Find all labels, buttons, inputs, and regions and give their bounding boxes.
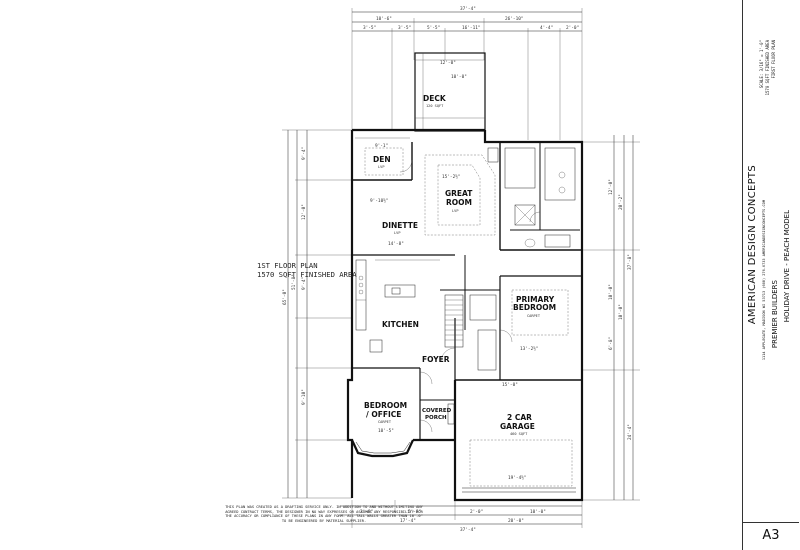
room-labels: DEN LVP 9'-1" GREAT ROOM LVP 15'-2½" DIN… [364, 143, 556, 481]
room-bedroom-1: BEDROOM [364, 401, 407, 410]
ceiling-lines [355, 137, 569, 336]
svg-text:3'-5": 3'-5" [363, 25, 376, 31]
svg-text:120 SQFT: 120 SQFT [426, 104, 444, 108]
room-great-1: GREAT [445, 189, 473, 198]
svg-text:LVP: LVP [452, 209, 459, 213]
room-primary-1: PRIMARY [516, 295, 555, 304]
svg-text:4'-4": 4'-4" [540, 25, 553, 31]
disclaimer-note: THIS PLAN WAS CREATED AS A DRAFTING SERV… [225, 505, 423, 523]
dim-dinette: 9'-10½" [370, 197, 389, 204]
bath-fixtures [504, 147, 576, 248]
room-dinette: DINETTE [382, 221, 418, 230]
kitchen-cabinets [355, 259, 440, 353]
garage-door [447, 403, 576, 493]
room-den: DEN [373, 155, 391, 164]
svg-text:12'-0": 12'-0" [608, 179, 614, 195]
dim-overall-depth: 65'-0" [282, 289, 288, 305]
sheet-title-2: 1570 SQFT FINISHED AREA [765, 40, 770, 96]
deck: 12'-0" 10'-0" DECK 120 SQFT [414, 52, 486, 132]
dim-bottom-overall: 37'-4" [460, 527, 476, 533]
exterior-walls [346, 128, 584, 502]
room-garage-1: 2 CAR [507, 413, 532, 422]
room-great-2: ROOM [446, 198, 472, 207]
sheet-title-3: SCALE: 3/16" = 1'-0" [759, 40, 764, 89]
svg-text:5'-8": 5'-8" [408, 509, 421, 515]
project-name: HOLIDAY DRIVE - PEACH MODEL [783, 210, 791, 323]
dim-top-left: 10'-6" [376, 16, 392, 22]
dim-den: 9'-1" [375, 143, 388, 149]
svg-text:5'-5": 5'-5" [427, 25, 440, 31]
svg-text:3'-5": 3'-5" [398, 25, 411, 31]
client-name: PREMIER BUILDERS [771, 280, 779, 349]
svg-text:37'-8": 37'-8" [627, 254, 633, 270]
door-swings [399, 159, 541, 433]
dim-kitchen: 14'-8" [388, 241, 404, 247]
svg-text:16'-11": 16'-11" [462, 25, 481, 31]
svg-text:17'-4": 17'-4" [400, 518, 416, 524]
room-primary-2: BEDROOM [513, 303, 556, 312]
side-dimension-lines: 65'-0" 51'-8" 9'-4" 12'-0" 9'-4" 9'-10" … [282, 129, 640, 501]
dim-top-right: 26'-10" [505, 16, 524, 22]
interior-walls [352, 142, 582, 440]
svg-text:6'-8": 6'-8" [608, 337, 614, 350]
room-kitchen: KITCHEN [382, 320, 419, 329]
company-address: 1114 APPLEGATE, MADISON WI 53713 (608) 2… [762, 200, 766, 361]
dim-great-room: 15'-2½" [442, 173, 461, 180]
dim-garage-depth: 24'-4" [627, 424, 633, 440]
dim-bedroom: 10'-5" [378, 428, 394, 434]
title-block: FIRST FLOOR PLAN 1570 SQFT FINISHED AREA… [742, 0, 800, 550]
room-foyer: FOYER [422, 355, 450, 364]
dim-top-overall: 37'-4" [460, 6, 476, 12]
svg-text:15'-0": 15'-0" [502, 382, 518, 388]
dim-bottom-garage: 20'-0" [508, 518, 524, 524]
svg-text:CARPET: CARPET [378, 420, 392, 424]
stairs [444, 294, 497, 371]
svg-text:10'-0": 10'-0" [530, 509, 546, 515]
company-name: AMERICAN DESIGN CONCEPTS [747, 165, 758, 325]
dim-deck-depth: 10'-0" [451, 74, 467, 80]
top-dimension-lines: 37'-4" 10'-6" 26'-10" 3'-5" 3'-5" 5'-5" … [351, 6, 583, 150]
svg-text:2'-0": 2'-0" [566, 25, 579, 31]
dim-right-mid: 10'-0" [618, 304, 624, 320]
svg-text:LVP: LVP [378, 165, 385, 169]
sheet-title-1: FIRST FLOOR PLAN [771, 40, 776, 79]
room-garage-2: GARAGE [500, 422, 535, 431]
room-porch-2: PORCH [425, 415, 447, 421]
bottom-dimension-lines: 37'-4" 20'-0" 17'-4" 3'-8" 5'-8" 2'-0" 1… [340, 500, 583, 533]
svg-text:9'-4": 9'-4" [301, 277, 307, 290]
dim-left-depth: 51'-8" [291, 274, 297, 290]
dim-garage: 19'-4½" [508, 474, 527, 481]
sheet-number-box: A3 [743, 522, 799, 550]
svg-text:10'-0": 10'-0" [608, 284, 614, 300]
sheet-number: A3 [762, 528, 780, 543]
svg-text:CARPET: CARPET [527, 314, 541, 318]
svg-text:LVP: LVP [394, 231, 401, 235]
svg-text:12'-0": 12'-0" [301, 204, 307, 220]
svg-text:2'-0": 2'-0" [470, 509, 483, 515]
room-porch-1: COVERED [422, 408, 452, 414]
room-bedroom-2: / OFFICE [366, 410, 401, 419]
plan-label-title: 1ST FLOOR PLAN [257, 261, 318, 270]
svg-text:460 SQFT: 460 SQFT [510, 432, 528, 436]
svg-text:9'-4": 9'-4" [301, 147, 307, 160]
room-deck: DECK [423, 94, 447, 103]
dim-right-upper: 20'-2" [618, 194, 624, 210]
svg-text:9'-10": 9'-10" [301, 389, 307, 405]
dim-primary: 13'-2½" [520, 345, 539, 352]
plan-label: 1ST FLOOR PLAN 1570 SQFT FINISHED AREA [257, 261, 357, 279]
dim-deck-width: 12'-0" [440, 60, 456, 66]
svg-text:3'-8": 3'-8" [360, 509, 373, 515]
plan-label-area: 1570 SQFT FINISHED AREA [257, 269, 357, 279]
